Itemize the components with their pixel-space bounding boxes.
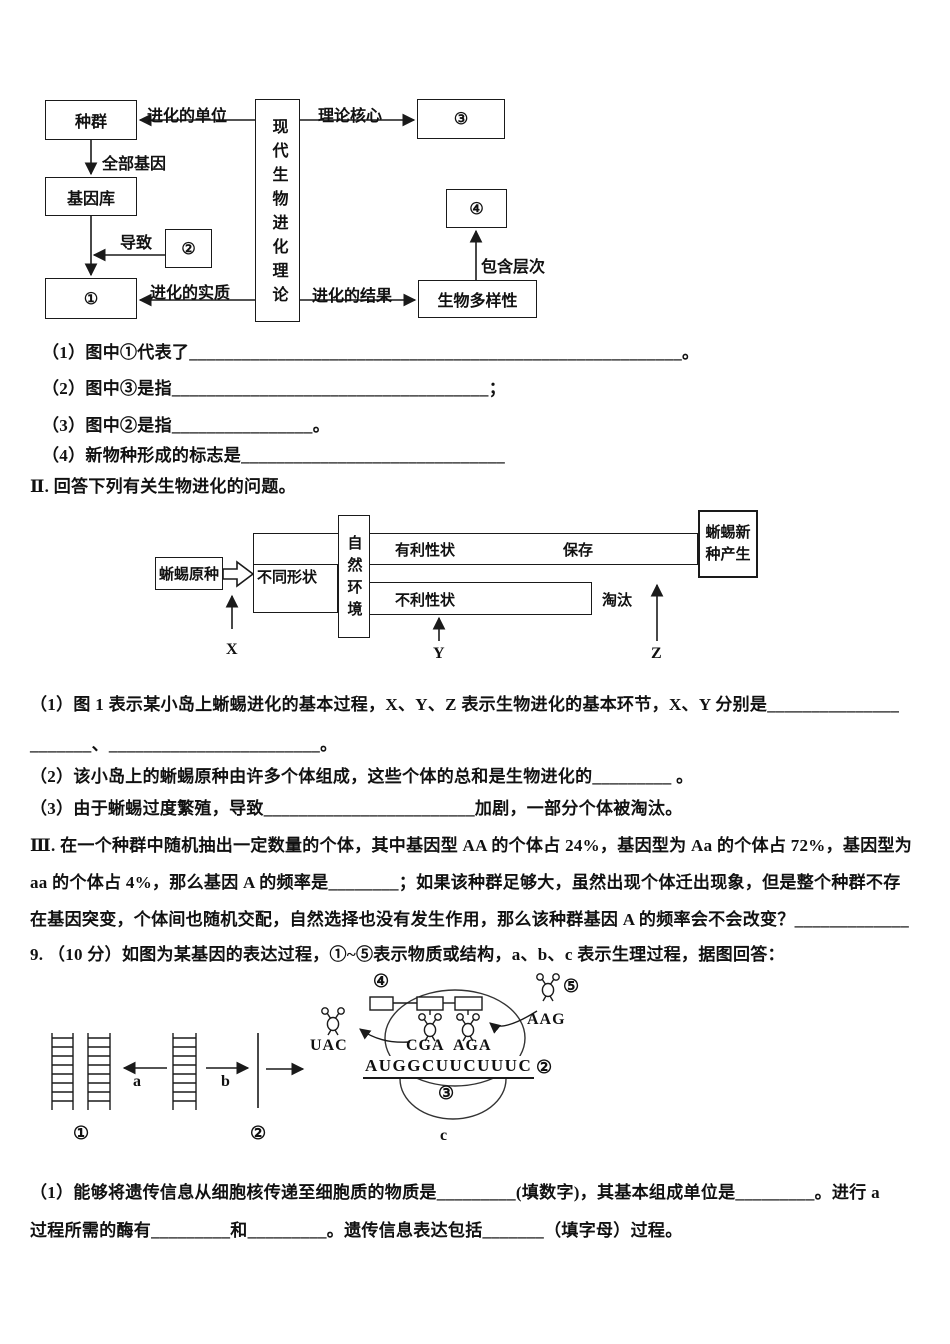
part2-question-3: （3）由于蜥蜴过度繁殖，导致________________________加剧…	[30, 799, 683, 818]
label-z: Z	[651, 645, 662, 662]
evolution-theory-arrows	[84, 113, 483, 307]
question9-intro: 9. （10 分）如图为某基因的表达过程，①~⑤表示物质或结构，a、b、c 表示…	[30, 945, 785, 964]
part1-question-1: （1）图中①代表了_______________________________…	[42, 343, 700, 362]
ribosome-small-subunit	[399, 1078, 507, 1120]
label-process-a: a	[133, 1073, 141, 1090]
label-process-b: b	[221, 1073, 230, 1090]
label-evolution-essence: 进化的实质	[150, 285, 231, 302]
favorable-channel	[253, 533, 698, 565]
box-blank-3-label: ③	[453, 111, 469, 128]
question9-q1-line1: （1）能够将遗传信息从细胞核传递至细胞质的物质是_________(填数字)，其…	[30, 1183, 880, 1202]
label-cause: 导致	[120, 235, 153, 252]
part2-question-1a: （1）图 1 表示某小岛上蜥蜴进化的基本过程，X、Y、Z 表示生物进化的基本环节…	[30, 695, 900, 714]
label-structure-4: ④	[373, 971, 390, 991]
part1-question-4: （4）新物种形成的标志是____________________________…	[42, 446, 506, 465]
label-structure-3: ③	[438, 1083, 455, 1103]
anticodon-aga: AGA	[453, 1037, 492, 1054]
part2-heading: Ⅱ. 回答下列有关生物进化的问题。	[30, 477, 296, 496]
label-structure-5: ⑤	[563, 976, 580, 996]
box-gene-pool-label: 基因库	[66, 190, 115, 208]
box-population: 种群	[45, 100, 137, 140]
label-x: X	[226, 641, 238, 658]
box-new-species-line1: 蜥蜴新	[705, 524, 751, 541]
box-blank-1: ①	[45, 278, 137, 319]
label-evolution-result: 进化的结果	[312, 288, 393, 305]
part3-line-3: 在基因突变，个体间也随机交配，自然选择也没有发生作用，那么该种群基因 A 的频率…	[30, 910, 910, 929]
label-unfavorable-trait: 不利性状	[395, 593, 456, 609]
label-eliminated: 淘汰	[602, 593, 633, 609]
ribosome-large-subunit	[384, 989, 526, 1087]
box-theory-center: 现代生物进化理论	[255, 99, 300, 322]
box-lizard-origin: 蜥蜴原种	[155, 557, 223, 590]
part2-question-2: （2）该小岛上的蜥蜴原种由许多个体组成，这些个体的总和是生物进化的_______…	[30, 767, 694, 786]
box-blank-2: ②	[165, 229, 212, 268]
box-blank-4-label: ④	[469, 200, 484, 218]
dna-ladder-pair	[51, 1033, 111, 1110]
box-blank-1-label: ①	[83, 290, 99, 308]
label-structure-2-mrna: ②	[536, 1057, 553, 1077]
label-different-shapes: 不同形状	[257, 570, 318, 586]
anticodon-cga: CGA	[406, 1037, 445, 1054]
box-blank-4: ④	[446, 189, 507, 228]
box-new-species: 蜥蜴新 种产生	[698, 510, 758, 578]
box-biodiversity-label: 生物多样性	[437, 293, 518, 310]
polypeptide-chain	[369, 996, 483, 1011]
box-population-label: 种群	[74, 114, 107, 131]
label-structure-2: ②	[250, 1123, 267, 1143]
dna-ladder-single	[172, 1033, 197, 1110]
part3-line-2: aa 的个体占 4%，那么基因 A 的频率是________；如果该种群足够大，…	[30, 873, 901, 892]
anticodon-uac: UAC	[310, 1037, 348, 1054]
label-structure-1: ①	[73, 1123, 90, 1143]
box-biodiversity: 生物多样性	[418, 280, 537, 318]
label-preserved: 保存	[563, 543, 594, 559]
label-favorable-trait: 有利性状	[395, 543, 456, 559]
label-contain-levels: 包含层次	[481, 259, 546, 276]
evolution-theory-diagram: 种群 基因库 ① ② 现代生物进化理论 ③ ④ 生物多样性 进化的单位 理论核心…	[30, 90, 575, 335]
box-natural-environment-label: 自然环境	[345, 534, 362, 623]
label-y: Y	[433, 645, 445, 662]
question9-q1-line2: 过程所需的酶有_________和_________。遗传信息表达包括_____…	[30, 1221, 683, 1240]
part1-question-3: （3）图中②是指________________。	[42, 416, 330, 435]
label-all-genes: 全部基因	[102, 156, 167, 173]
hollow-arrow	[222, 560, 255, 588]
lizard-selection-diagram: 蜥蜴原种 自然环境 蜥蜴新 种产生 不同形状 有利性状 保存 不利性状 淘汰 X…	[140, 505, 780, 665]
box-blank-2-label: ②	[181, 240, 196, 258]
box-gene-pool: 基因库	[45, 177, 137, 216]
box-theory-center-label: 现代生物进化理论	[269, 117, 287, 310]
unfavorable-channel	[338, 582, 592, 615]
part3-line-1: Ⅲ. 在一个种群中随机抽出一定数量的个体，其中基因型 AA 的个体占 24%，基…	[30, 836, 913, 855]
gene-expression-shapes	[51, 973, 560, 1120]
box-new-species-line2: 种产生	[705, 547, 751, 563]
trna-aag-label: AAG	[527, 1011, 566, 1028]
label-theory-core: 理论核心	[318, 108, 383, 125]
mrna-sequence: AUGGCUUCUUUC	[363, 1056, 534, 1079]
box-blank-3: ③	[417, 99, 505, 139]
box-lizard-origin-label: 蜥蜴原种	[158, 567, 219, 583]
box-natural-environment: 自然环境	[338, 515, 370, 638]
label-process-c: c	[440, 1127, 448, 1144]
part2-question-1b: _______、________________________。	[30, 735, 338, 754]
trna-leaving-uac	[321, 1007, 345, 1036]
label-evolution-unit: 进化的单位	[147, 108, 228, 125]
trna-incoming-aag	[536, 973, 560, 1002]
gene-expression-diagram: ① ② a b c ④ ⑤ ③ UAC AAG CGA AGA AUGGCUUC…	[40, 965, 610, 1155]
part1-question-2: （2）图中③是指________________________________…	[42, 379, 506, 398]
